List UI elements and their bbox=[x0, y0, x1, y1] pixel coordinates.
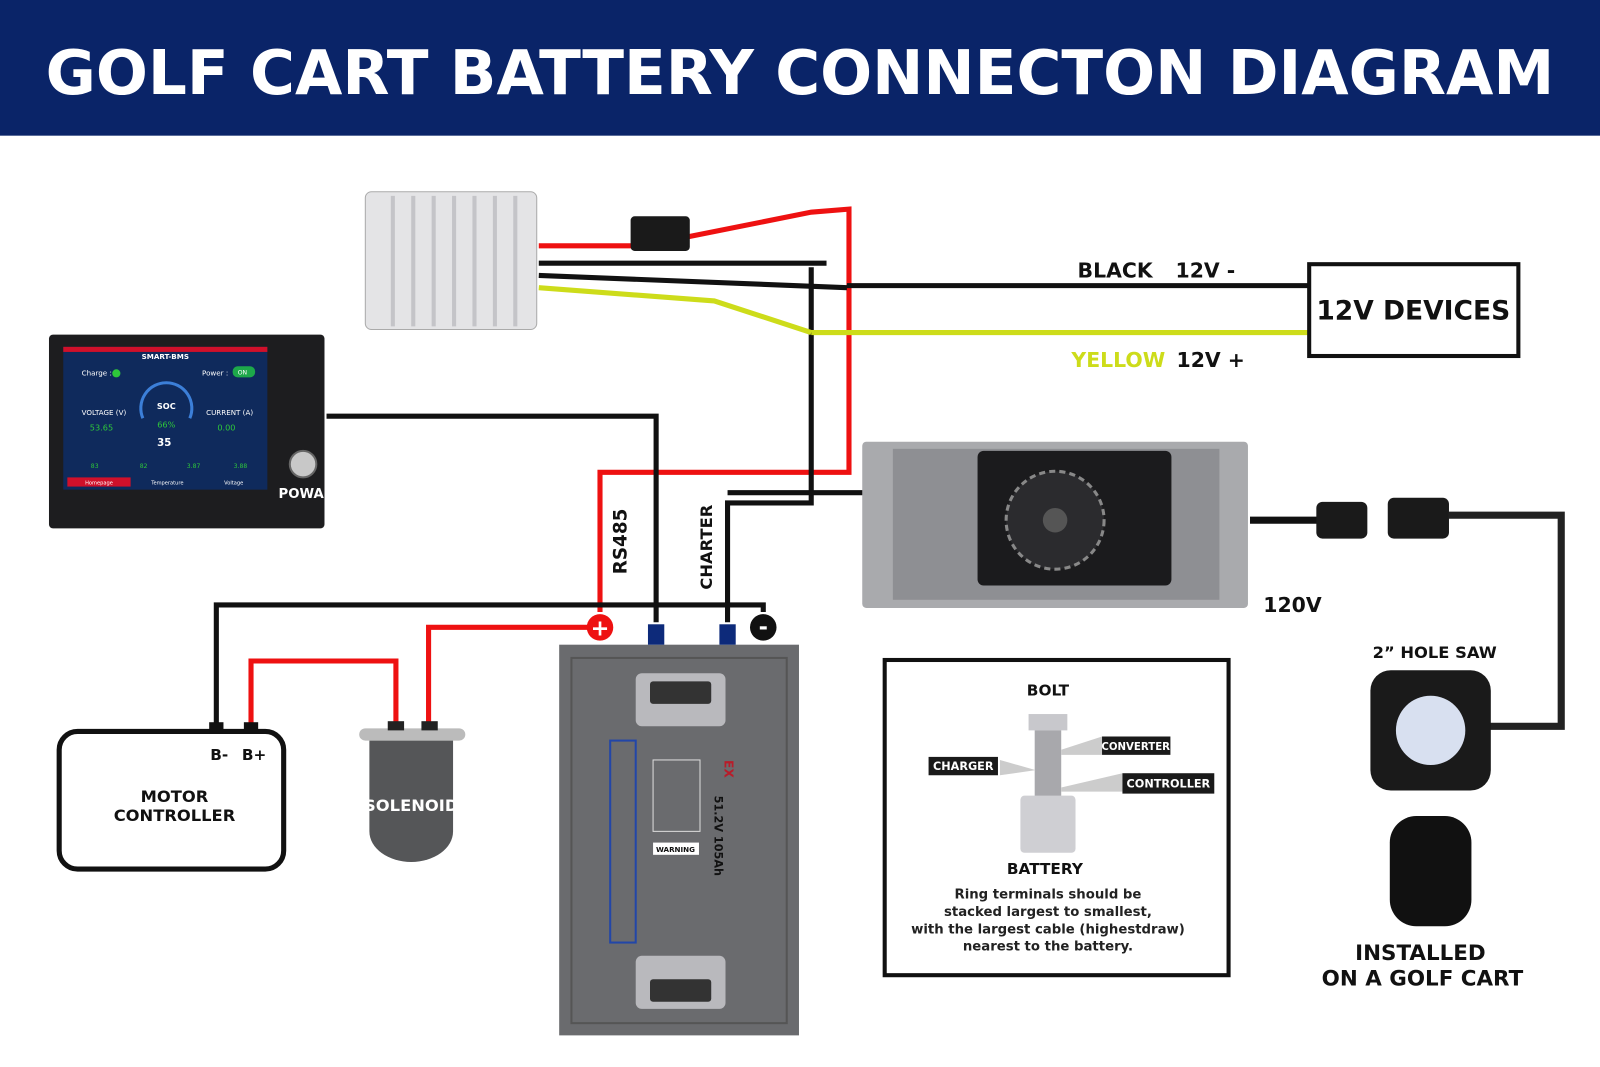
solenoid-to-controller-wire bbox=[248, 658, 399, 727]
controller-tag: CONTROLLER bbox=[1127, 778, 1211, 791]
hole-saw-label: 2” HOLE SAW bbox=[1373, 643, 1497, 662]
12v-devices-box bbox=[1307, 262, 1521, 359]
bolt-illustration bbox=[928, 714, 1215, 853]
12v-minus-label: 12V - bbox=[1176, 258, 1236, 282]
battery-label: BATTERY bbox=[1007, 860, 1084, 878]
svg-text:3.87: 3.87 bbox=[187, 463, 201, 470]
svg-text:SMART-BMS: SMART-BMS bbox=[142, 352, 189, 361]
motor-label: MOTOR bbox=[141, 787, 209, 806]
svg-text:CURRENT (A): CURRENT (A) bbox=[206, 408, 253, 417]
wires bbox=[213, 206, 1565, 730]
dc-converter bbox=[364, 191, 690, 330]
b-minus-terminal: B- bbox=[210, 746, 228, 764]
rs485-label: RS485 bbox=[611, 509, 632, 575]
charger-port bbox=[719, 624, 736, 645]
yellow-label: YELLOW bbox=[1070, 348, 1165, 372]
svg-text:53.65: 53.65 bbox=[90, 422, 113, 432]
charger-tag: CHARGER bbox=[933, 760, 994, 773]
rs485-port bbox=[647, 624, 665, 645]
svg-text:nearest to the battery.: nearest to the battery. bbox=[963, 940, 1133, 955]
on-golf-cart-label: ON A GOLF CART bbox=[1322, 966, 1524, 991]
svg-text:VOLTAGE (V): VOLTAGE (V) bbox=[82, 408, 127, 417]
header-bar bbox=[0, 0, 1600, 136]
installed-label: INSTALLED bbox=[1355, 941, 1486, 966]
svg-text:82: 82 bbox=[140, 463, 148, 470]
battery-charger bbox=[862, 441, 1449, 608]
svg-text:ON: ON bbox=[238, 369, 247, 376]
plug-icon bbox=[1316, 501, 1368, 539]
svg-text:stacked largest to smallest,: stacked largest to smallest, bbox=[944, 905, 1152, 920]
positive-to-solenoid-wire bbox=[426, 624, 600, 727]
positive-terminal bbox=[586, 614, 614, 641]
svg-text:with the largest cable (highes: with the largest cable (highestdraw) bbox=[911, 922, 1185, 937]
svg-text:51.2V 105Ah: 51.2V 105Ah bbox=[711, 796, 724, 876]
negative-to-controller-wire bbox=[213, 602, 766, 727]
power-button bbox=[288, 449, 318, 479]
b-plus-terminal: B+ bbox=[242, 746, 266, 764]
motor-controller-box bbox=[56, 728, 287, 872]
black-wire-converter-negative bbox=[725, 267, 814, 623]
bolt-note: Ring terminals should be stacked largest… bbox=[911, 888, 1185, 955]
fuse-holder bbox=[630, 216, 690, 251]
plus-sign: + bbox=[591, 616, 610, 642]
powar-label: POWAR bbox=[279, 487, 334, 502]
svg-text:SOC: SOC bbox=[157, 401, 176, 411]
svg-text:Voltage: Voltage bbox=[224, 481, 243, 487]
12v-plus-label: 12V + bbox=[1177, 348, 1245, 372]
controller-label: CONTROLLER bbox=[114, 806, 236, 825]
rs485-wire bbox=[326, 413, 659, 623]
svg-text:Ring terminals should be: Ring terminals should be bbox=[955, 888, 1142, 903]
svg-text:Power :: Power : bbox=[202, 368, 228, 377]
12v-devices-label: 12V DEVICES bbox=[1316, 295, 1510, 326]
svg-text:35: 35 bbox=[157, 438, 171, 449]
converter-tag: CONVERTER bbox=[1101, 742, 1170, 753]
page-title: GOLF CART BATTERY CONNECTON DIAGRAM bbox=[46, 38, 1555, 109]
bolt-label: BOLT bbox=[1027, 682, 1070, 700]
solenoid-label: SOLENOID bbox=[364, 796, 458, 815]
charger-cord bbox=[1448, 511, 1565, 730]
120v-label: 120V bbox=[1263, 593, 1322, 617]
svg-text:EX: EX bbox=[721, 760, 735, 778]
svg-text:Temperature: Temperature bbox=[150, 481, 183, 487]
svg-text:3.88: 3.88 bbox=[234, 463, 248, 470]
lithium-battery: EX 51.2V 105Ah WARNING bbox=[559, 644, 799, 1036]
minus-sign: - bbox=[759, 614, 768, 640]
solenoid bbox=[359, 721, 466, 862]
svg-text:WARNING: WARNING bbox=[656, 845, 695, 854]
charging-inlet bbox=[1370, 670, 1491, 927]
svg-text:Charge :: Charge : bbox=[82, 368, 112, 377]
svg-text:0.00: 0.00 bbox=[217, 422, 235, 432]
black-label: BLACK bbox=[1078, 258, 1154, 282]
svg-text:66%: 66% bbox=[157, 419, 175, 429]
charter-label: CHARTER bbox=[697, 504, 716, 589]
negative-terminal bbox=[750, 614, 777, 641]
red-wire-converter-positive bbox=[597, 206, 852, 613]
svg-text:Homepage: Homepage bbox=[85, 481, 113, 487]
svg-text:83: 83 bbox=[91, 463, 99, 470]
bms-display: SMART-BMS Charge : Power : ON SOC 66% VO… bbox=[48, 334, 325, 529]
